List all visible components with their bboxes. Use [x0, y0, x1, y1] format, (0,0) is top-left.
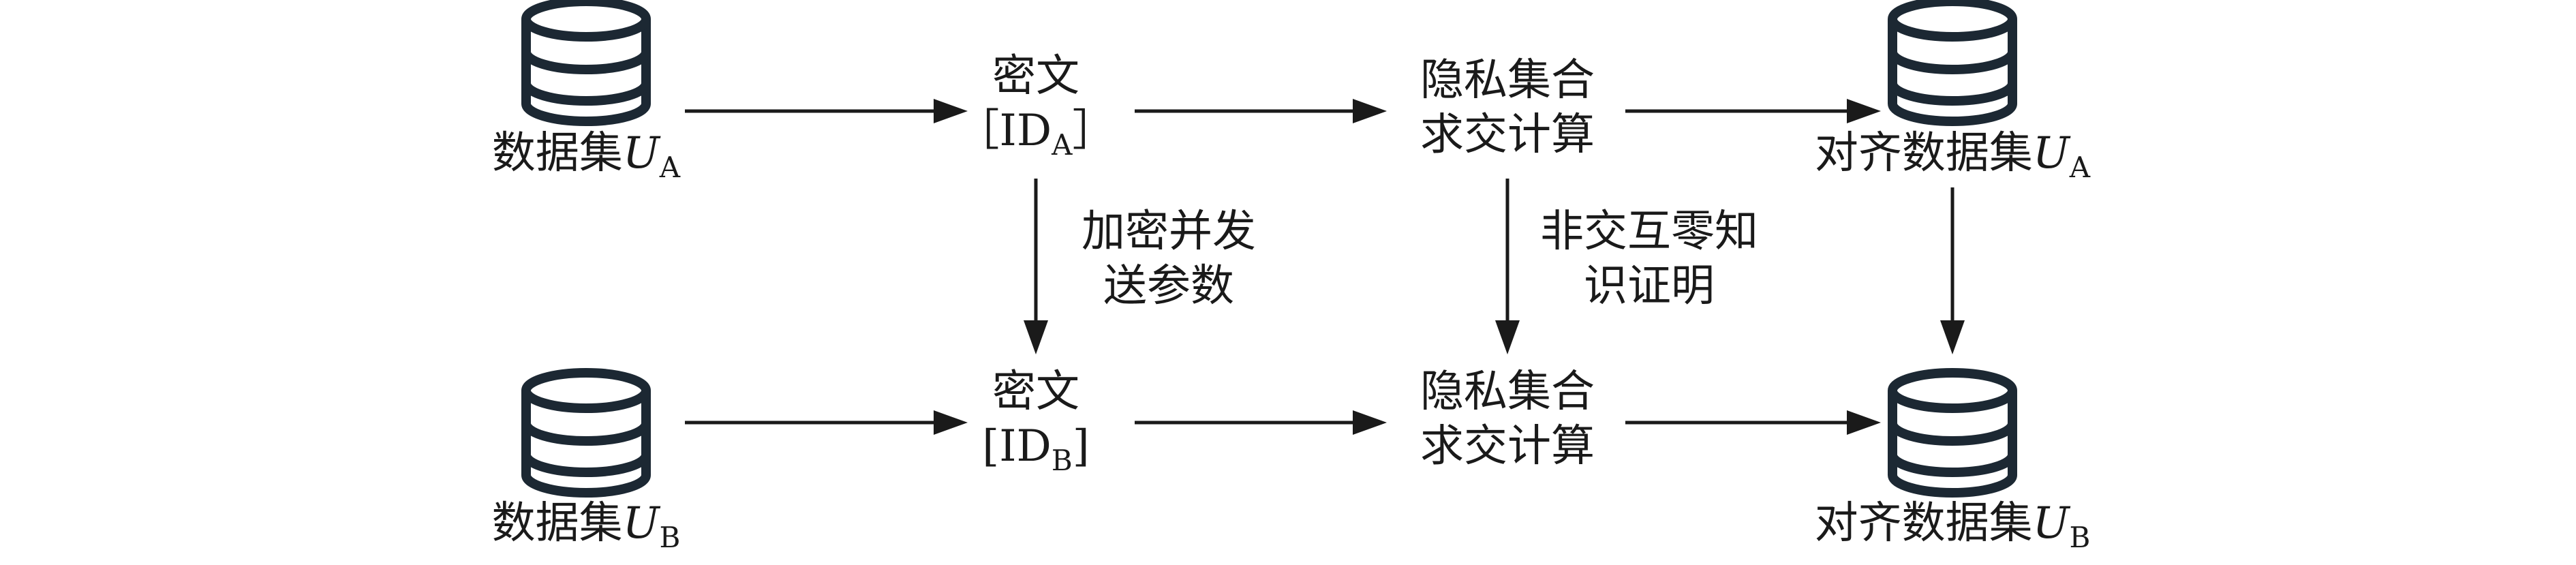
ciphertext-a-node: 密文 ［IDA］ [956, 49, 1116, 172]
database-icon-aligned-a [1892, 1, 2012, 121]
aligned-dataset-b-label: 对齐数据集UB [1814, 498, 2091, 554]
arrowhead [1353, 410, 1387, 435]
aligned-dataset-a-label: 对齐数据集UA [1814, 128, 2091, 184]
arrowhead [934, 99, 968, 123]
psi-a-node: 隐私集合 求交计算 [1420, 53, 1595, 162]
arrowhead [934, 410, 968, 435]
arrowhead [1940, 320, 1965, 354]
database-icon-source-a [526, 1, 646, 121]
ciphertext-b-title: 密文 [992, 367, 1079, 417]
arrowhead [1847, 99, 1881, 123]
edge-label-zkp: 非交互零知 识证明 [1540, 204, 1758, 314]
ciphertext-b-node: 密文 [IDB] [982, 365, 1089, 488]
dataset-a-label: 数据集UA [491, 128, 681, 184]
arrowhead [1847, 410, 1881, 435]
ciphertext-a-title: 密文 [992, 51, 1079, 102]
psi-a-line1: 隐私集合 [1420, 55, 1595, 106]
arrowhead [1495, 320, 1520, 354]
database-icon-source-b [526, 373, 646, 493]
edge-encrypt-line2: 送参数 [1103, 261, 1234, 311]
dataset-b-label: 数据集UB [491, 498, 681, 554]
edge-encrypt-line1: 加密并发 [1082, 207, 1256, 257]
edge-zkp-line2: 识证明 [1584, 261, 1715, 311]
psi-b-node: 隐私集合 求交计算 [1420, 365, 1595, 474]
arrowhead [1353, 99, 1387, 123]
arrowhead [1024, 320, 1048, 354]
psi-b-line1: 隐私集合 [1420, 367, 1595, 417]
edge-zkp-line1: 非交互零知 [1540, 207, 1758, 257]
psi-b-line2: 求交计算 [1420, 421, 1595, 472]
edge-label-encrypt-send: 加密并发 送参数 [1082, 204, 1256, 314]
database-icon-aligned-b [1892, 373, 2012, 493]
ciphertext-b-id: [IDB] [982, 421, 1090, 477]
psi-a-line2: 求交计算 [1420, 110, 1595, 160]
ciphertext-a-id: ［IDA］ [955, 106, 1116, 162]
